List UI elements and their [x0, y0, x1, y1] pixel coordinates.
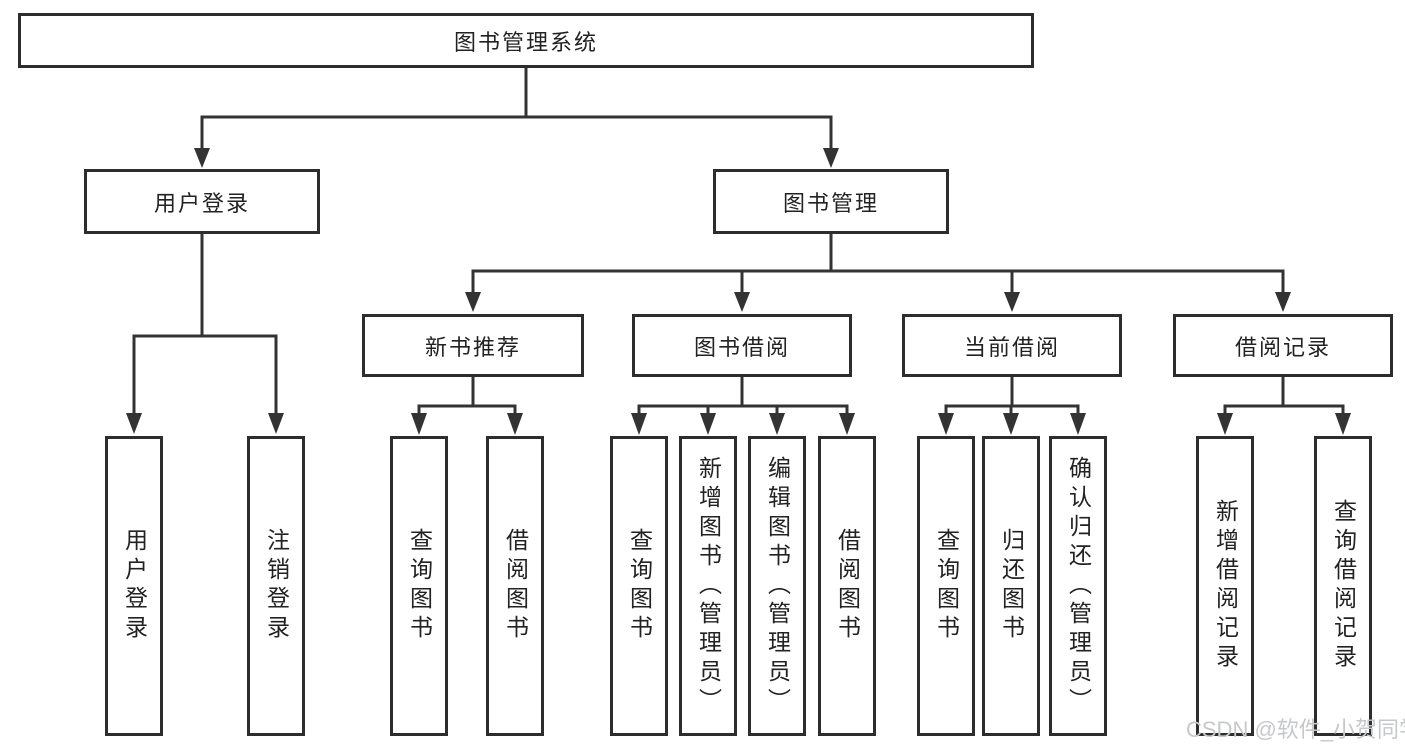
leaf-return-book-label: 归还图书	[998, 528, 1025, 644]
connector-new-book	[411, 377, 523, 435]
node-current-borrow: 当前借阅	[902, 314, 1122, 377]
leaf-add-borrow-record-label: 新增借阅记录	[1212, 499, 1239, 673]
leaf-query-book-3: 查询图书	[917, 436, 975, 736]
node-current-borrow-label: 当前借阅	[963, 334, 1060, 360]
leaf-borrow-book-2-label: 借阅图书	[834, 528, 861, 644]
node-root: 图书管理系统	[18, 13, 1034, 68]
leaf-confirm-return-admin-label: 确认归还（管理员）	[1065, 455, 1092, 717]
connector-user-login	[126, 234, 284, 434]
node-root-label: 图书管理系统	[453, 29, 598, 55]
leaf-logout: 注销登录	[247, 436, 305, 736]
connector-book-borrow	[631, 377, 855, 435]
leaf-query-borrow-record-label: 查询借阅记录	[1330, 499, 1357, 673]
connector-current-borrow	[938, 377, 1086, 435]
leaf-borrow-book-1: 借阅图书	[486, 436, 544, 736]
node-book-borrow: 图书借阅	[632, 314, 852, 377]
node-user-login: 用户登录	[84, 169, 320, 234]
leaf-add-book-admin: 新增图书（管理员）	[679, 436, 737, 736]
connector-root	[194, 68, 839, 168]
csdn-watermark: CSDN @软件_小贺同学	[1186, 717, 1405, 742]
leaf-query-book-1-label: 查询图书	[406, 528, 433, 644]
leaf-query-book-2-label: 查询图书	[626, 528, 653, 644]
leaf-return-book: 归还图书	[982, 436, 1040, 736]
node-new-book-rec: 新书推荐	[362, 314, 584, 377]
node-user-login-label: 用户登录	[153, 190, 250, 216]
leaf-confirm-return-admin: 确认归还（管理员）	[1049, 436, 1107, 736]
node-borrow-record-label: 借阅记录	[1234, 334, 1331, 360]
leaf-borrow-book-1-label: 借阅图书	[502, 528, 529, 644]
connector-borrow-record	[1217, 377, 1351, 435]
node-borrow-record: 借阅记录	[1173, 314, 1393, 377]
leaf-user-login-label: 用户登录	[121, 528, 148, 644]
leaf-query-book-3-label: 查询图书	[933, 528, 960, 644]
leaf-add-book-admin-label: 新增图书（管理员）	[695, 455, 722, 717]
connector-book-mgmt	[465, 234, 1291, 312]
leaf-query-borrow-record: 查询借阅记录	[1314, 436, 1372, 736]
node-book-borrow-label: 图书借阅	[693, 334, 790, 360]
node-new-book-rec-label: 新书推荐	[424, 334, 521, 360]
leaf-query-book-2: 查询图书	[610, 436, 668, 736]
leaf-query-book-1: 查询图书	[390, 436, 448, 736]
leaf-borrow-book-2: 借阅图书	[818, 436, 876, 736]
leaf-edit-book-admin-label: 编辑图书（管理员）	[764, 455, 791, 717]
node-book-mgmt-label: 图书管理	[782, 190, 879, 216]
leaf-add-borrow-record: 新增借阅记录	[1196, 436, 1254, 736]
leaf-logout-label: 注销登录	[263, 528, 290, 644]
node-book-mgmt: 图书管理	[713, 169, 949, 234]
leaf-user-login: 用户登录	[105, 436, 163, 736]
leaf-edit-book-admin: 编辑图书（管理员）	[748, 436, 806, 736]
